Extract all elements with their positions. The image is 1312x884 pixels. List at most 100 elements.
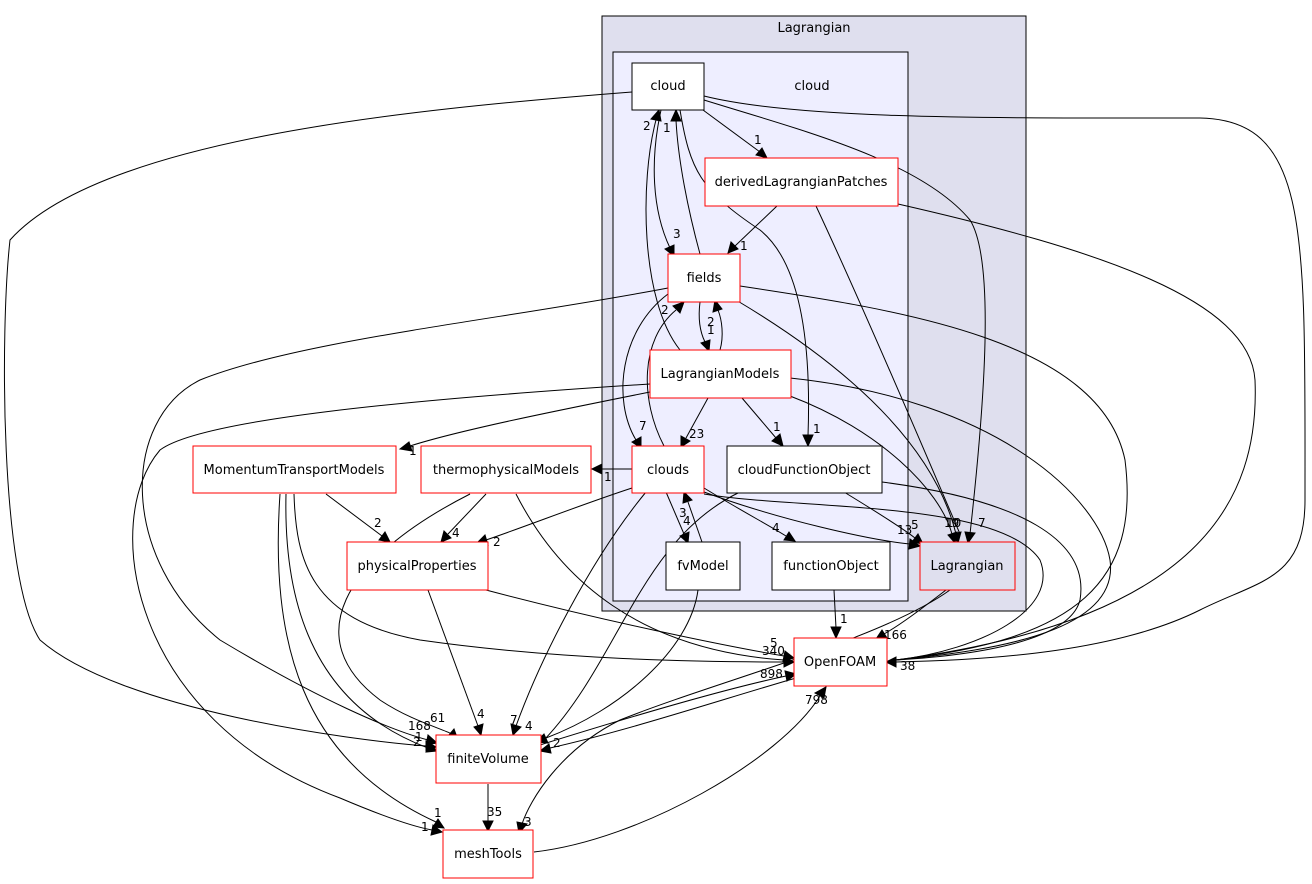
edge-label: 166: [884, 628, 907, 642]
node-label: physicalProperties: [358, 559, 477, 574]
node-label: clouds: [647, 463, 689, 478]
node-derivedLagrangianPatches[interactable]: derivedLagrangianPatches: [704, 157, 899, 207]
node-finiteVolume[interactable]: finiteVolume: [435, 734, 542, 784]
edge-fields-of: [739, 285, 1128, 661]
node-MomentumTransportModels[interactable]: MomentumTransportModels: [192, 445, 397, 494]
edge-cloud-fv: [3, 91, 633, 747]
edge-label: 2: [553, 736, 561, 750]
edge-label: 38: [900, 659, 915, 673]
node-physicalProperties[interactable]: physicalProperties: [346, 541, 489, 591]
node-LagrangianModels[interactable]: LagrangianModels: [649, 349, 792, 399]
node-label: cloudFunctionObject: [738, 463, 871, 478]
edge-lag-mt: [521, 589, 951, 825]
node-label: functionObject: [783, 559, 878, 574]
edge-derived-of: [895, 203, 1256, 661]
edge-label: 4: [525, 719, 533, 733]
edge-clouds-of: [703, 493, 1044, 661]
edge-label: 3: [679, 506, 687, 520]
node-label: LagrangianModels: [661, 367, 780, 382]
edge-mtm-mt: [277, 493, 437, 823]
cluster-cloud: cloud: [612, 51, 909, 602]
edge-label: 1: [740, 239, 748, 253]
edge-label: 7: [639, 419, 647, 433]
edge-fields-cloud: [675, 119, 701, 255]
edge-label: 1: [663, 121, 671, 135]
node-cloud[interactable]: cloud: [631, 62, 705, 111]
edge-mtm-phys: [325, 493, 383, 537]
cluster-lagrangian-label: Lagrangian: [777, 21, 850, 36]
edge-of-fv: [549, 677, 797, 749]
node-Lagrangian[interactable]: Lagrangian: [919, 541, 1016, 591]
edge-clouds-fv: [515, 491, 647, 727]
edge-clouds-fvmodel: [665, 491, 685, 535]
edge-fo-of: [833, 589, 837, 629]
node-clouds[interactable]: clouds: [631, 445, 705, 494]
edge-label: 340: [762, 644, 785, 658]
node-meshTools[interactable]: meshTools: [442, 829, 534, 879]
edge-mt-of: [533, 695, 821, 853]
edge-cloud-derived: [702, 109, 761, 153]
edge-label: 2: [643, 119, 651, 133]
node-label: derivedLagrangianPatches: [715, 175, 888, 190]
node-label: cloud: [650, 79, 685, 94]
edge-label: 2: [661, 303, 669, 317]
edge-lm-cfo: [741, 397, 777, 439]
edge-cfo-lag: [843, 491, 916, 539]
edge-label: 7: [510, 713, 518, 727]
edge-label: 1: [434, 806, 442, 820]
node-thermophysicalModels[interactable]: thermophysicalModels: [420, 445, 592, 494]
edge-fields-clouds: [622, 293, 669, 441]
edge-lm-mtm: [409, 391, 651, 447]
edge-fv-of: [539, 675, 787, 746]
edge-label: 5: [770, 636, 778, 650]
edge-fields-lag: [735, 299, 957, 535]
edge-lag-of: [883, 589, 947, 635]
edge-label: 1: [415, 730, 423, 744]
node-fvModel[interactable]: fvModel: [665, 541, 741, 591]
node-functionObject[interactable]: functionObject: [771, 541, 891, 591]
node-label: finiteVolume: [447, 752, 529, 767]
edge-phys-fv: [427, 589, 479, 727]
edge-label: 7: [978, 516, 986, 530]
edge-label: 1: [409, 444, 417, 458]
node-cloudFunctionObject[interactable]: cloudFunctionObject: [726, 445, 883, 494]
edge-clouds-fields: [646, 309, 677, 447]
edge-label: 898: [760, 667, 783, 681]
edge-label: 23: [689, 427, 704, 441]
node-label: fields: [687, 271, 722, 286]
edge-mtm-of: [293, 493, 785, 663]
edge-thermo-of: [515, 493, 785, 661]
node-OpenFOAM[interactable]: OpenFOAM: [793, 637, 888, 687]
edge-thermo-fv: [338, 493, 471, 735]
edge-label: 35: [487, 805, 502, 819]
node-label: OpenFOAM: [804, 655, 876, 670]
edge-derived-lag: [815, 205, 961, 535]
node-label: Lagrangian: [930, 559, 1003, 574]
edge-label: 4: [477, 707, 485, 721]
node-label: fvModel: [677, 559, 728, 574]
edge-cloud-cfo: [679, 109, 810, 437]
edge-derived-fields: [734, 205, 778, 247]
edge-label: 3: [673, 227, 681, 241]
node-fields[interactable]: fields: [667, 253, 741, 303]
edge-cloud-lag: [703, 99, 986, 535]
node-label: meshTools: [454, 847, 522, 862]
edge-label: 2: [707, 315, 715, 329]
edge-label: 2: [374, 516, 382, 530]
edge-lm-lag: [789, 395, 953, 535]
edge-label: 1: [773, 420, 781, 434]
edge-label: 3: [524, 815, 532, 829]
edge-cfo-fv: [543, 491, 741, 741]
edge-fields-lm: [698, 301, 706, 343]
edge-label: 798: [805, 693, 828, 707]
edge-lm-of: [789, 377, 1111, 661]
node-label: thermophysicalModels: [433, 463, 579, 478]
edge-label: 1: [840, 612, 848, 626]
node-label: MomentumTransportModels: [204, 463, 385, 478]
edge-lm-fields: [717, 309, 723, 351]
edge-label: 1: [421, 820, 429, 834]
edge-clouds-lag: [703, 491, 911, 545]
edge-phys-of: [485, 589, 785, 657]
cluster-cloud-label: cloud: [794, 79, 829, 94]
edge-label: 1: [604, 470, 612, 484]
